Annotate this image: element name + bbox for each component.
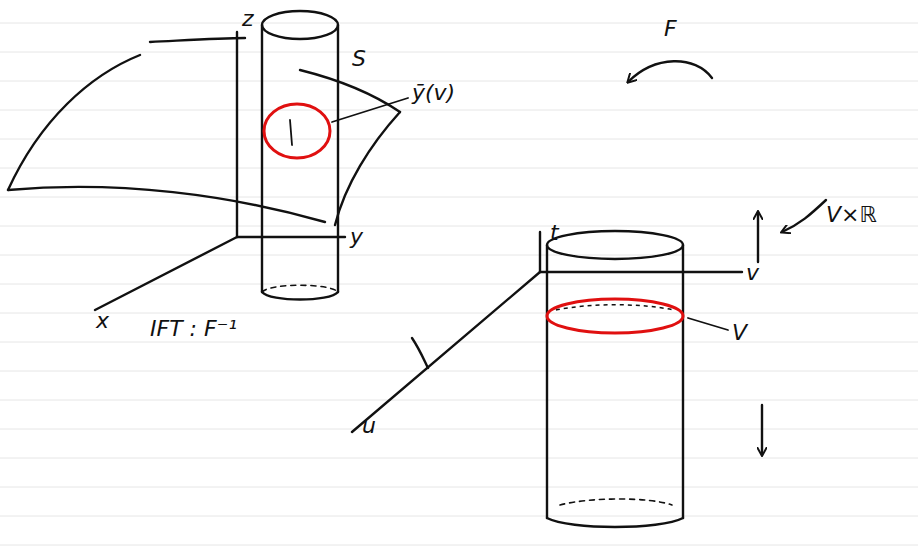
cylinder-top: [547, 231, 683, 259]
surface-edge: [335, 112, 400, 225]
math-label: t: [550, 222, 559, 244]
y-axis: [237, 236, 345, 238]
x-axis: [95, 237, 237, 310]
math-label: z: [242, 8, 254, 30]
cylinder-bottom: [262, 292, 338, 300]
surface-edge: [8, 187, 325, 222]
math-label: V×ℝ: [826, 204, 877, 226]
cylinder-side: [337, 25, 339, 292]
cylinder-side: [261, 25, 263, 292]
image-curve: [264, 104, 330, 158]
math-label: v: [746, 262, 759, 284]
cylinder-bottom: [560, 499, 672, 505]
surface-edge: [8, 55, 140, 190]
math-label: S: [352, 48, 366, 70]
map-arrow: [412, 338, 428, 368]
cylinder-section: [556, 305, 674, 310]
cylinder-bottom: [547, 518, 683, 527]
extent-arrow: [761, 405, 763, 455]
v-axis: [540, 271, 742, 273]
extent-arrow: [757, 212, 759, 262]
math-label: u: [362, 415, 376, 437]
math-label: IFT : F⁻¹: [150, 318, 237, 340]
cylinder-side: [682, 245, 684, 518]
cylinder-side: [546, 245, 548, 518]
t-axis: [539, 232, 541, 272]
surface-edge: [150, 38, 245, 42]
map-arrow: [628, 61, 712, 82]
math-label: y: [350, 226, 363, 248]
cylinder-top: [262, 11, 338, 39]
math-label: V: [732, 322, 747, 344]
cylinder-bottom: [262, 285, 338, 292]
point-mark: [290, 120, 292, 145]
math-label: F: [664, 18, 677, 40]
z-axis: [236, 32, 238, 237]
u-axis: [352, 272, 540, 432]
leader-line: [332, 98, 408, 122]
math-label: x: [96, 310, 109, 332]
leader-arrow: [782, 200, 826, 232]
domain-curve: [547, 299, 683, 333]
leader-line: [688, 318, 728, 330]
math-label: ȳ(v): [412, 82, 455, 104]
ruled-lines: [0, 23, 918, 545]
